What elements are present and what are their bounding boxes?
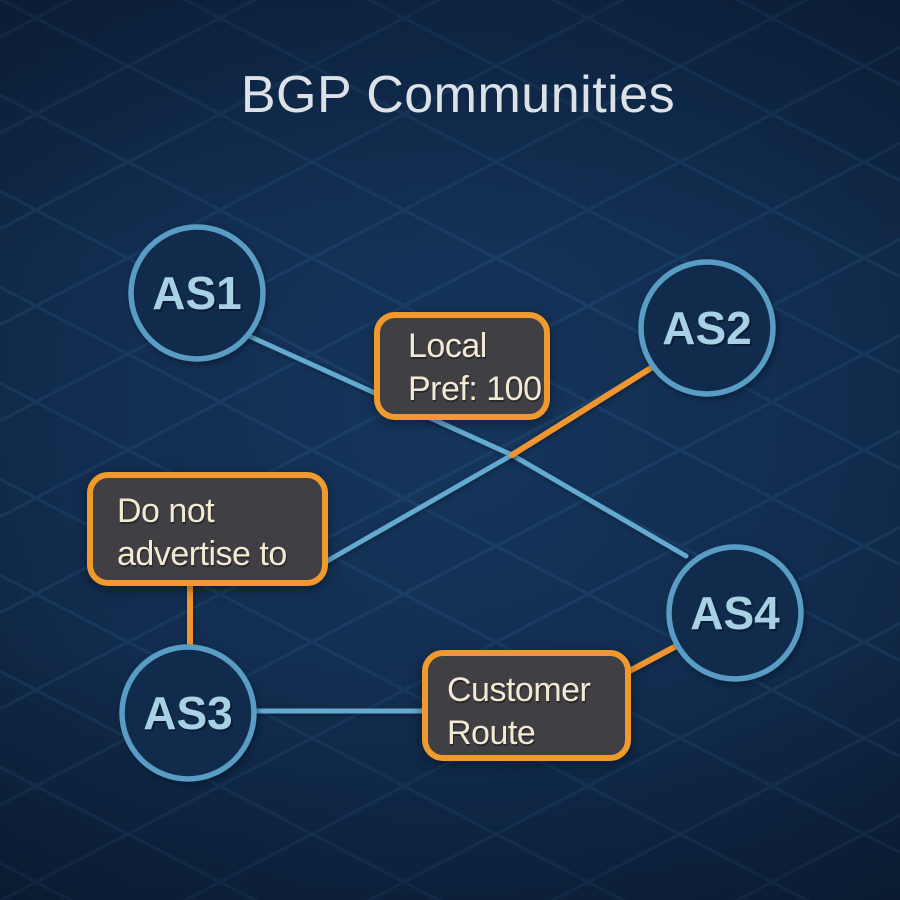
- edge-layer: [187, 329, 689, 714]
- edge-crossing-as2: [509, 365, 654, 458]
- do-not-advertise-box: [87, 472, 328, 586]
- node-as4: AS4: [666, 544, 804, 682]
- edge-customerroute-as4: [621, 640, 685, 677]
- annotation-customer-route: Customer Route: [422, 650, 631, 761]
- as4-circle: [666, 544, 804, 682]
- customer-route-box: [422, 650, 631, 761]
- as3-label: AS3: [143, 687, 232, 739]
- annotation-local-pref: Local Pref: 100: [374, 312, 550, 420]
- local-pref-line1: Local: [408, 327, 487, 365]
- do-not-advertise-line2: advertise to: [117, 535, 287, 573]
- as1-label: AS1: [152, 267, 241, 319]
- customer-route-line2: Route: [447, 714, 535, 752]
- local-pref-line2: Pref: 100: [408, 370, 541, 408]
- page-title: BGP Communities: [241, 66, 675, 124]
- as3-circle: [119, 644, 257, 782]
- annotation-do-not-advertise: Do not advertise to: [87, 472, 328, 586]
- node-as2: AS2: [638, 259, 776, 397]
- local-pref-box: [374, 312, 550, 420]
- as2-circle: [638, 259, 776, 397]
- node-as1: AS1: [128, 224, 266, 362]
- do-not-advertise-line1: Do not: [117, 492, 215, 530]
- customer-route-line1: Customer: [447, 671, 591, 709]
- edge-donotadvertise-crossing: [312, 452, 515, 571]
- as4-label: AS4: [690, 587, 780, 639]
- as1-circle: [128, 224, 266, 362]
- as2-label: AS2: [662, 302, 751, 354]
- node-as3: AS3: [119, 644, 257, 782]
